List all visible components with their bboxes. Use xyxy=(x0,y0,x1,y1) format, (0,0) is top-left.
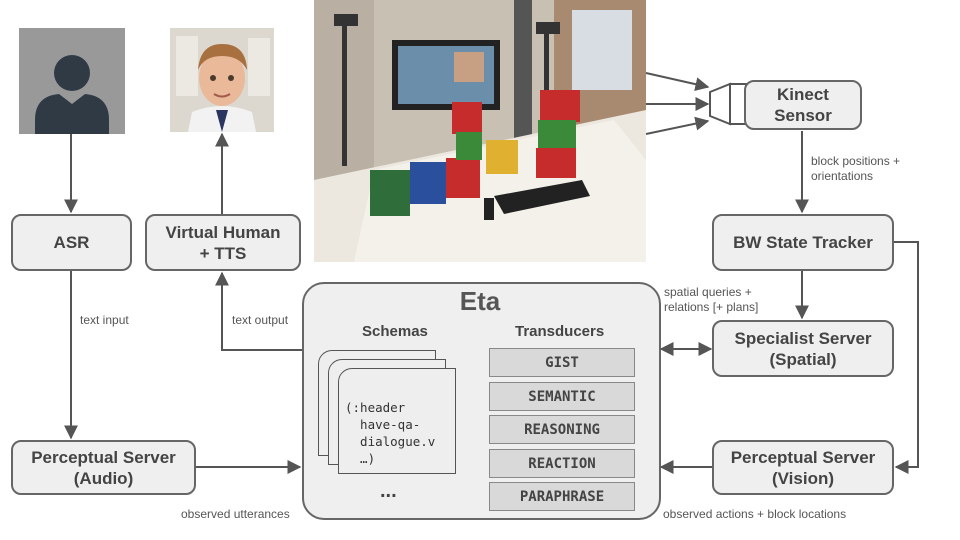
arrow-eta-to-vh xyxy=(215,271,302,351)
blocks-world-photo xyxy=(314,0,646,262)
schemas-heading: Schemas xyxy=(362,323,428,340)
perceptual-audio-label: Perceptual Server (Audio) xyxy=(31,447,176,488)
virtual-human-box: Virtual Human + TTS xyxy=(145,214,301,271)
kinect-camera-icon xyxy=(709,82,747,126)
transducers-heading: Transducers xyxy=(515,323,605,340)
transducer-reaction: REACTION xyxy=(489,449,635,478)
label-text-input: text input xyxy=(80,313,129,327)
label-observed-utterances: observed utterances xyxy=(181,507,290,521)
label-spatial-queries: spatial queries + relations [+ plans] xyxy=(664,285,759,314)
perceptual-server-vision-box: Perceptual Server (Vision) xyxy=(712,440,894,495)
bw-state-tracker-box: BW State Tracker xyxy=(712,214,894,271)
arrow-ray-1 xyxy=(645,72,710,92)
arrow-ray-3 xyxy=(645,116,710,135)
child-face-icon xyxy=(170,28,274,132)
asr-label: ASR xyxy=(53,233,90,252)
transducer-paraphrase: PARAPHRASE xyxy=(489,482,635,511)
asr-box: ASR xyxy=(11,214,132,271)
schema-text: (:header have-qa- dialogue.v …) xyxy=(345,400,436,466)
kinect-sensor-box: Kinect Sensor xyxy=(744,80,862,130)
schemas-ellipsis: ... xyxy=(380,480,397,502)
arrow-tracker-to-vision xyxy=(894,241,919,474)
virtual-human-image xyxy=(170,28,274,132)
label-text-output: text output xyxy=(232,313,289,327)
bw-state-tracker-label: BW State Tracker xyxy=(733,233,873,252)
perceptual-vision-label: Perceptual Server (Vision) xyxy=(730,447,876,488)
transducer-gist: GIST xyxy=(489,348,635,377)
specialist-server-box: Specialist Server (Spatial) xyxy=(712,320,894,377)
transducer-semantic: SEMANTIC xyxy=(489,382,635,411)
table-blocks-scene xyxy=(314,0,646,262)
schema-page-front: (:header have-qa- dialogue.v …) xyxy=(338,368,456,474)
transducer-reasoning: REASONING xyxy=(489,415,635,444)
person-icon xyxy=(35,55,109,134)
perceptual-server-audio-box: Perceptual Server (Audio) xyxy=(11,440,196,495)
user-avatar xyxy=(19,28,125,134)
label-block-positions: block positions + orientations xyxy=(811,154,901,183)
specialist-server-label: Specialist Server (Spatial) xyxy=(734,328,872,369)
virtual-human-label: Virtual Human + TTS xyxy=(165,222,281,263)
eta-title: Eta xyxy=(459,286,501,316)
kinect-label: Kinect Sensor xyxy=(774,85,832,125)
label-observed-actions: observed actions + block locations xyxy=(663,507,847,521)
